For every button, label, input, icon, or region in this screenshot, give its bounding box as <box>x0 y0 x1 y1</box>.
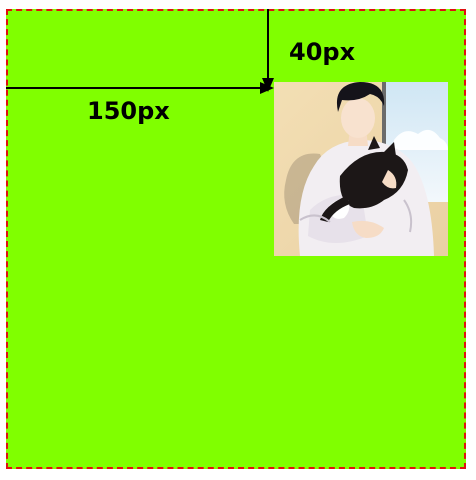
left-offset-arrow <box>6 82 274 94</box>
left-offset-label: 150px <box>87 97 170 125</box>
top-offset-arrow <box>262 9 274 92</box>
top-offset-label: 40px <box>289 38 356 66</box>
illustration-image <box>274 82 448 256</box>
